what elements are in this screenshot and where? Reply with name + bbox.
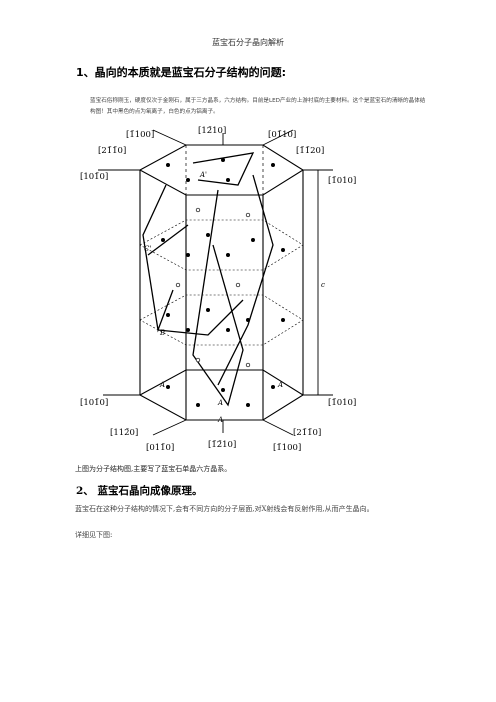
figure-caption: 上图为分子结构图,主要写了蓝宝石单晶六方晶系。: [75, 465, 232, 473]
label-bot-right-2: [1̄100]: [273, 443, 301, 453]
section-2-heading: 2、 蓝宝石晶向成像原理。: [76, 485, 203, 497]
section-2-detail: 详细见下图:: [75, 531, 113, 539]
section-1-heading: 1、晶向的本质就是蓝宝石分子结构的问题:: [76, 66, 287, 79]
label-left-lower: [101̄0]: [80, 398, 108, 408]
label-top-left-2: [21̄1̄0]: [98, 146, 126, 156]
c-axis-label: c: [321, 281, 325, 289]
point-c: C': [144, 245, 151, 253]
point-a3: A: [277, 381, 283, 389]
section-2-paragraph: 蓝宝石在这种分子结构的情况下,会有不同方向的分子层面,对X射线会有反射作用,从而…: [75, 505, 374, 513]
inner-layers: [139, 219, 304, 346]
label-top-right-1: [01̄10]: [268, 130, 296, 140]
label-bot-mid: [1̄2̄10]: [208, 440, 236, 450]
label-bot-left-2: [011̄0]: [146, 443, 174, 453]
label-right-upper: [1̄010]: [328, 176, 356, 186]
oxygen-ions: [161, 158, 285, 407]
label-bot-left-1: [112̄0]: [110, 428, 138, 438]
point-a-top: A': [199, 171, 207, 179]
section-1-paragraph: 蓝宝石俗称刚玉，硬度仅次于金刚石，属于三方晶系，六方结构。目前是LED产业的上游…: [90, 98, 426, 115]
prism-frame: [138, 144, 305, 421]
label-right-lower: [1̄010]: [328, 398, 356, 408]
crystal-structure-diagram: [1̄100] [12̄10] [01̄10] [21̄1̄0] [1̄1̄20…: [80, 126, 356, 453]
label-bot-right-1: [21̄1̄0]: [293, 428, 321, 438]
point-a1: A: [159, 381, 165, 389]
aluminum-ions: [175, 207, 251, 368]
axis-arrows: [98, 129, 333, 436]
page-header: 蓝宝石分子晶向解析: [212, 38, 284, 47]
label-top-mid: [12̄10]: [198, 126, 226, 136]
bond-lines: [142, 152, 274, 407]
point-b: B: [159, 329, 165, 337]
label-top-left-1: [1̄100]: [126, 130, 154, 140]
point-a: A: [217, 399, 223, 407]
label-top-right-2: [1̄1̄20]: [296, 146, 324, 156]
label-left-upper: [101̄0]: [80, 172, 108, 182]
point-a2: A: [217, 416, 223, 424]
